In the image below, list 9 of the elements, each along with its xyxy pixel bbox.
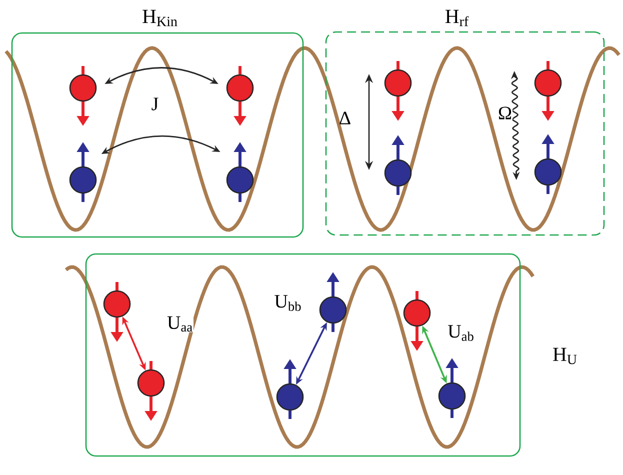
edge-label: U$_{bb}$ <box>274 294 302 312</box>
node-label: H$_{U}$ <box>553 348 577 364</box>
energy-gap-label: Δ <box>340 112 350 124</box>
edge-label: U$_{ab}$ <box>447 324 475 342</box>
node-label: H$_{rf}$ <box>445 10 469 26</box>
edge-label: J <box>150 97 160 111</box>
edge-label: Ω <box>497 106 513 120</box>
node-label: H$_{Kin}$ <box>142 10 178 26</box>
edge-label: U$_{aa}$ <box>166 316 194 332</box>
